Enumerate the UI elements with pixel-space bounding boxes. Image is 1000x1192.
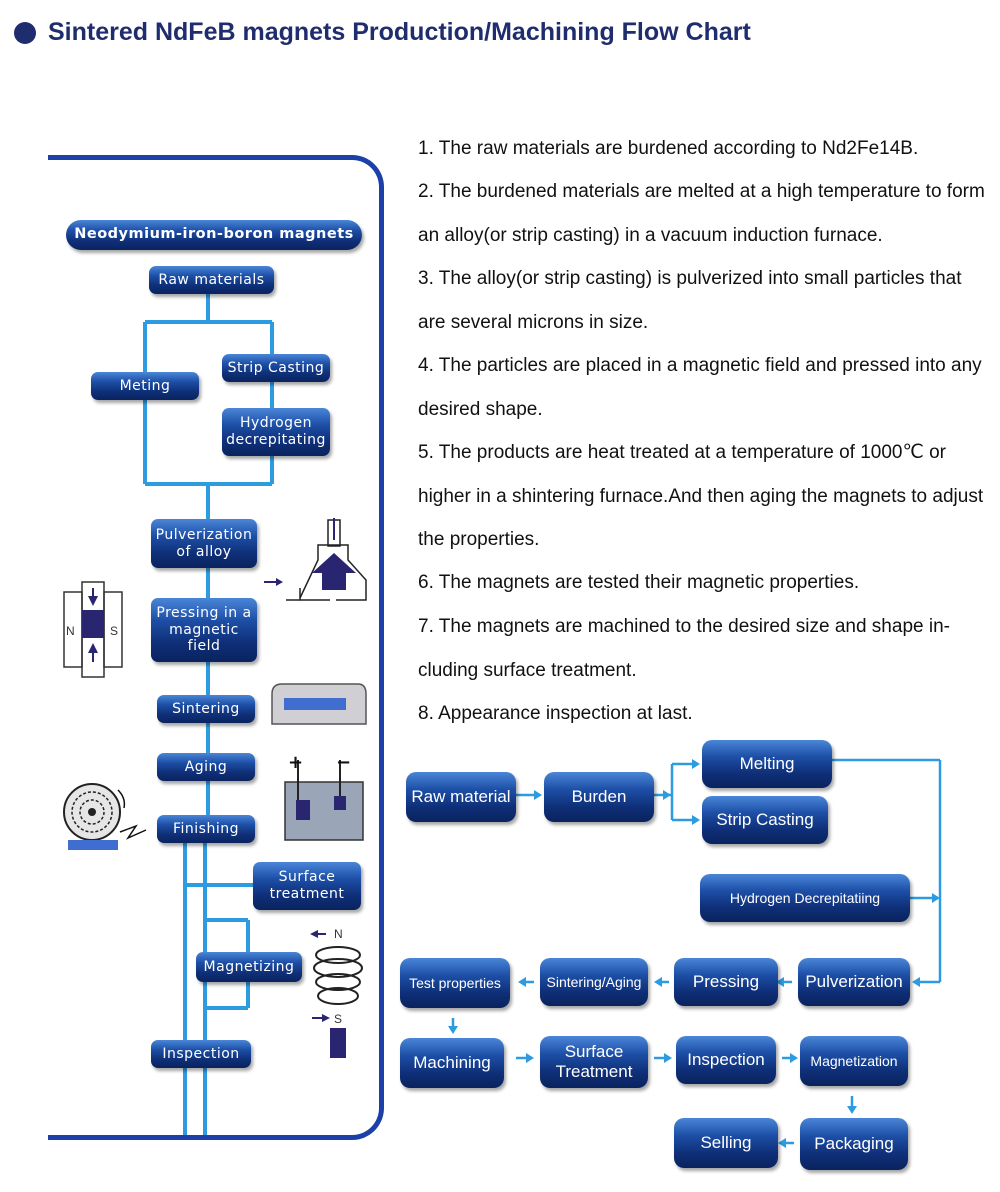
- right-test-properties-box: Test properties: [400, 958, 510, 1008]
- left-inspection-box: Inspection: [151, 1040, 251, 1068]
- left-magnetizing-box: Magnetizing: [196, 952, 302, 982]
- step-2: 2. The burdened materials are melted at …: [418, 181, 985, 246]
- right-burden-box: Burden: [544, 772, 654, 822]
- aging-bath-icon: + −: [284, 752, 364, 841]
- step-4: 4. The particles are placed in a magneti…: [418, 355, 982, 420]
- step-6: 6. The magnets are tested their magnetic…: [418, 572, 860, 593]
- right-magnetization-box: Magnetization: [800, 1036, 908, 1086]
- left-meting-box: Meting: [91, 372, 199, 400]
- label-n: N: [66, 624, 75, 638]
- magnet-sample-icon: [330, 1028, 346, 1058]
- pressing-magnet-icon: [63, 581, 123, 678]
- left-pulverization-box: Pulverization of alloy: [151, 519, 257, 568]
- right-selling-box: Selling: [674, 1118, 778, 1168]
- step-3: 3. The alloy(or strip casting) is pulver…: [418, 268, 962, 333]
- step-7: 7. The magnets are machined to the desir…: [418, 616, 950, 681]
- label-s: S: [110, 624, 119, 638]
- bullet-dot-icon: [14, 21, 36, 44]
- right-pressing-box: Pressing: [674, 958, 778, 1006]
- step-5: 5. The products are heat treated at a te…: [418, 442, 984, 550]
- right-sintering-aging-box: Sintering/Aging: [540, 958, 648, 1006]
- label-n2: N: [334, 927, 343, 941]
- magnetizing-coil-icon: [313, 946, 363, 1005]
- right-strip-casting-box: Strip Casting: [702, 796, 828, 844]
- right-hydrogen-box: Hydrogen Decrepitatiing: [700, 874, 910, 922]
- right-inspection-box: Inspection: [676, 1036, 776, 1084]
- left-pressing-box: Pressing in a magnetic field: [151, 598, 257, 662]
- right-packaging-box: Packaging: [800, 1118, 908, 1170]
- left-sintering-box: Sintering: [157, 695, 255, 723]
- left-flow-panel: [48, 155, 384, 1140]
- right-melting-box: Melting: [702, 740, 832, 788]
- right-machining-box: Machining: [400, 1038, 504, 1088]
- left-header-box: Neodymium-iron-boron magnets: [66, 220, 362, 250]
- svg-text:−: −: [336, 752, 351, 773]
- svg-text:+: +: [288, 752, 303, 773]
- step-8: 8. Appearance inspection at last.: [418, 703, 693, 724]
- label-s2: S: [334, 1012, 343, 1026]
- left-finishing-box: Finishing: [157, 815, 255, 843]
- right-pulverization-box: Pulverization: [798, 958, 910, 1006]
- left-aging-box: Aging: [157, 753, 255, 781]
- grinding-disc-icon: [63, 783, 147, 850]
- right-surface-treatment-box: Surface Treatment: [540, 1036, 648, 1088]
- pulverization-apparatus-icon: [286, 518, 367, 601]
- step-1: 1. The raw materials are burdened accord…: [418, 138, 919, 159]
- right-raw-material-box: Raw material: [406, 772, 516, 822]
- title-text: Sintered NdFeB magnets Production/Machin…: [48, 18, 751, 46]
- left-strip-casting-box: Strip Casting: [222, 354, 330, 382]
- sintering-furnace-icon: [271, 683, 367, 725]
- page-title: Sintered NdFeB magnets Production/Machin…: [14, 18, 751, 47]
- left-raw-materials-box: Raw materials: [149, 266, 274, 294]
- left-surface-treatment-box: Surface treatment: [253, 862, 361, 910]
- left-hydrogen-box: Hydrogen decrepitating: [222, 408, 330, 456]
